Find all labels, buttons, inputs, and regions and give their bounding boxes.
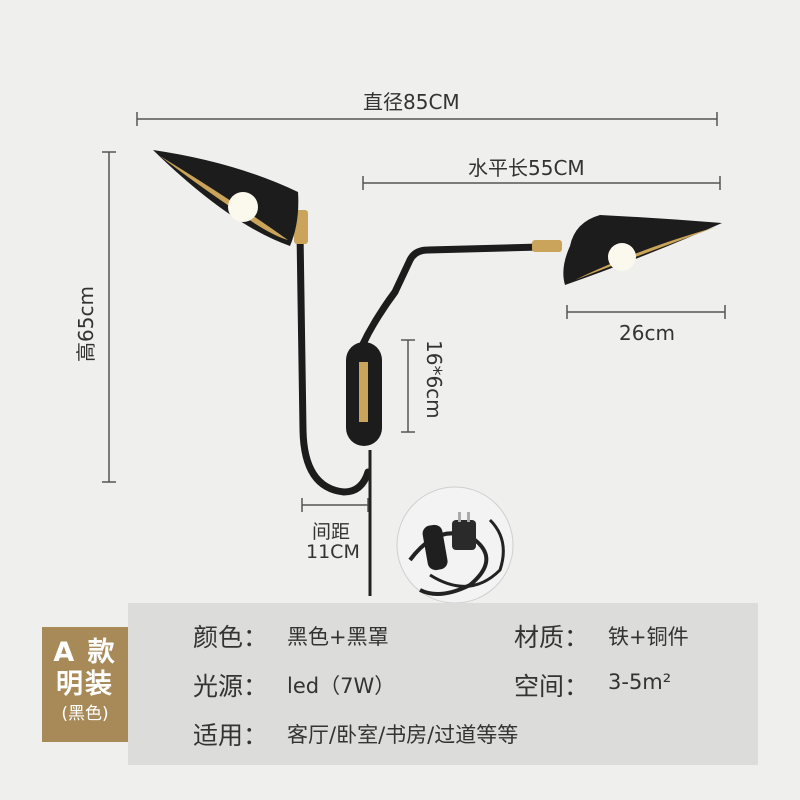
horizontal-length-label: 水平长55CM <box>468 156 585 180</box>
badge-variant: A 款 <box>53 637 117 668</box>
usage-value: 客厅/卧室/书房/过道等等 <box>287 723 519 747</box>
diameter-label: 直径85CM <box>363 90 460 114</box>
material-value: 铁+铜件 <box>608 625 689 649</box>
color-key: 颜色： <box>193 623 269 652</box>
badge-color: (黑色) <box>61 704 109 724</box>
right-lamp-head <box>532 215 722 285</box>
base-brass-strip <box>359 362 368 422</box>
shade-width-label: 26cm <box>619 321 675 345</box>
space-value: 3-5m² <box>608 670 672 694</box>
light-source-key: 光源： <box>193 672 269 701</box>
space-key: 空间： <box>514 672 590 701</box>
left-lamp-head <box>153 150 308 246</box>
variant-badge: A 款 明装 (黑色) <box>42 627 128 742</box>
usage-key: 适用： <box>193 721 269 750</box>
dimension-lines <box>102 112 726 512</box>
height-label: 高65cm <box>74 286 98 362</box>
switch-plug-inset <box>396 486 514 604</box>
color-value: 黑色+黑罩 <box>287 625 389 649</box>
light-source-value: led（7W） <box>287 674 396 698</box>
lamp-arms <box>296 228 544 496</box>
spec-panel <box>128 603 758 765</box>
base-size-label: 16*6cm <box>422 340 446 419</box>
spacing-value: 11CM <box>306 541 360 563</box>
badge-install-type: 明装 <box>56 669 114 700</box>
material-key: 材质： <box>514 623 590 652</box>
spacing-label: 间距 <box>312 521 351 543</box>
